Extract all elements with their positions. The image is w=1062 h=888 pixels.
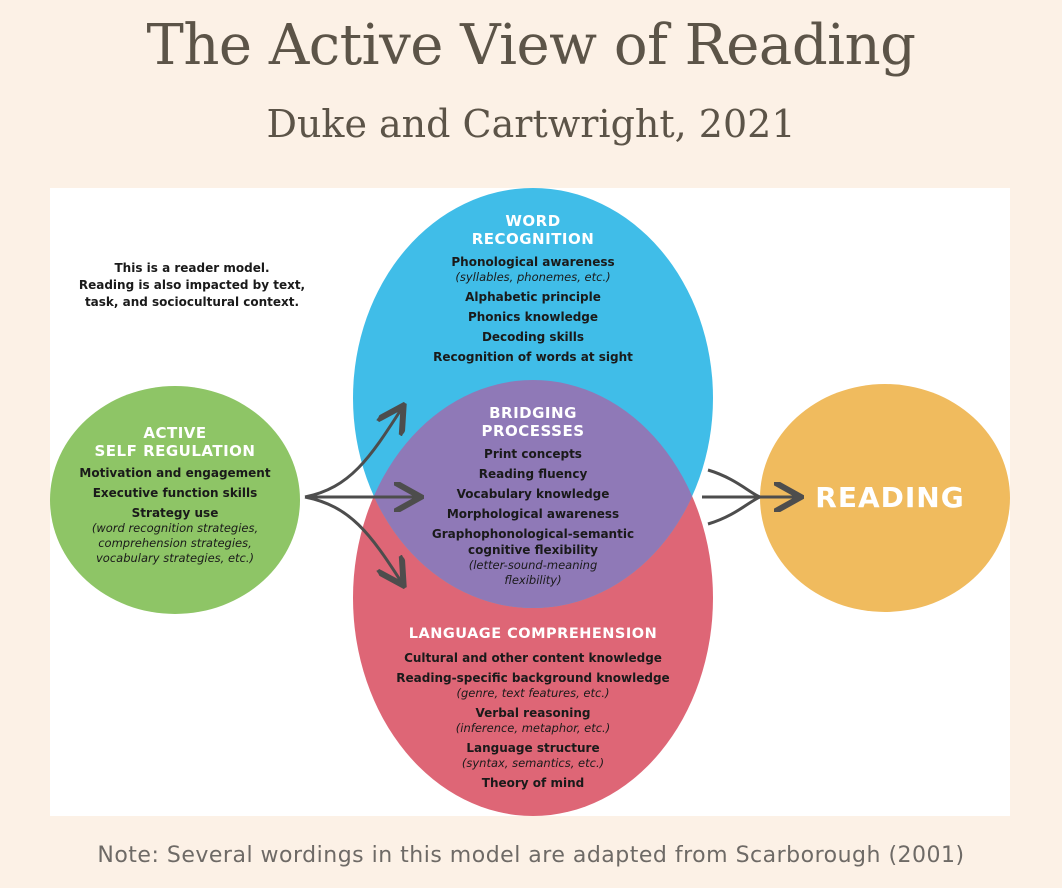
diagram-svg <box>50 188 1010 816</box>
reading-label: READING <box>815 481 965 514</box>
word-recognition-heading: WORD RECOGNITION <box>471 212 595 248</box>
self-regulation-list: Motivation and engagement Executive func… <box>79 466 271 565</box>
arrow-into-reading-top <box>707 468 761 499</box>
arrow-to-language-comprehension <box>304 495 402 583</box>
word-recognition-list: Phonological awareness (syllables, phone… <box>433 255 633 364</box>
page-title: The Active View of Reading <box>146 13 916 78</box>
bridging-processes-region <box>353 380 713 608</box>
footer-note: Note: Several wordings in this model are… <box>97 843 965 868</box>
self-regulation-heading: ACTIVE SELF REGULATION <box>94 424 256 460</box>
language-comprehension-heading: LANGUAGE COMPREHENSION <box>408 626 658 642</box>
reader-model-note: This is a reader model. Reading is also … <box>78 261 306 309</box>
language-comprehension-list: Cultural and other content knowledge Rea… <box>396 651 670 790</box>
page-subtitle: Duke and Cartwright, 2021 <box>266 102 796 146</box>
self-regulation-circle <box>50 386 300 614</box>
reading-circle <box>760 384 1010 612</box>
arrow-to-word-recognition <box>304 408 402 499</box>
bridging-processes-list: Print concepts Reading fluency Vocabular… <box>431 447 635 587</box>
bridging-processes-heading: BRIDGING PROCESSES <box>481 404 585 440</box>
diagram-panel: This is a reader model. Reading is also … <box>50 188 1010 816</box>
arrow-into-reading-bottom <box>707 495 761 526</box>
